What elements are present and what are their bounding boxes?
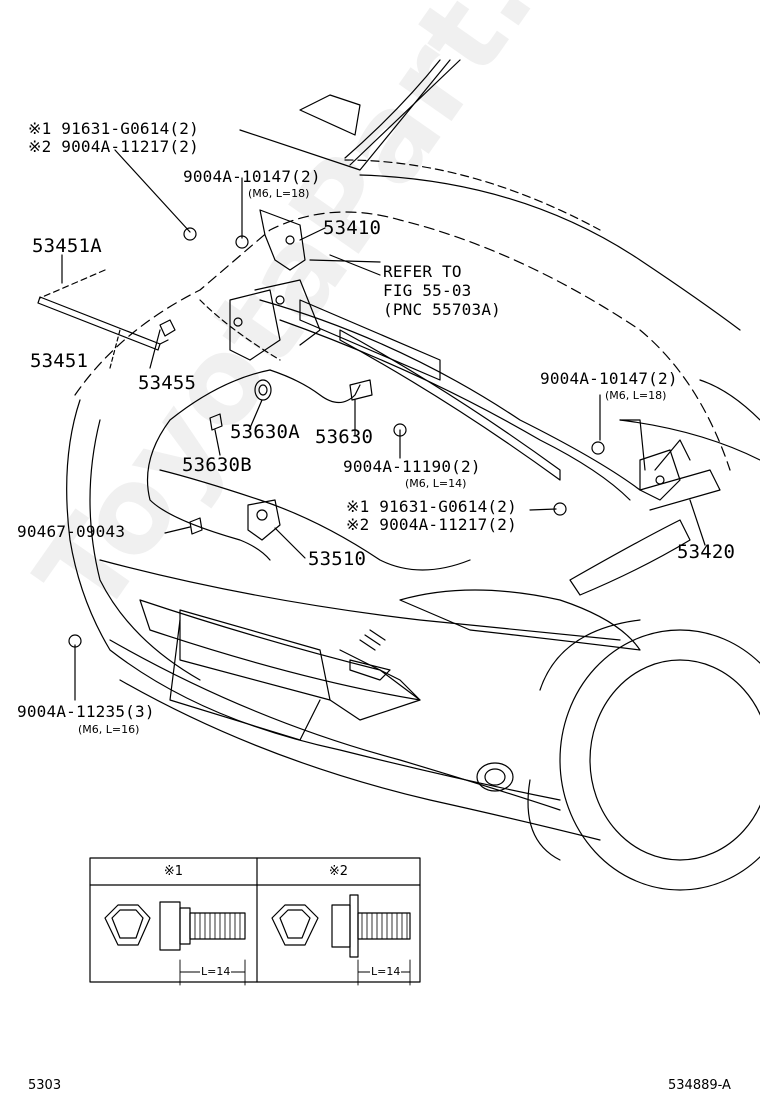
label-bolt-9004a-11235: 9004A-11235(3) — [17, 702, 155, 721]
label-part-90467-09043: 90467-09043 — [17, 522, 126, 541]
label-bolt-spec-11190: (M6, L=14) — [405, 477, 467, 490]
footer-figure-id: 534889-A — [668, 1078, 731, 1093]
label-part-53630: 53630 — [315, 426, 374, 448]
label-part-53451: 53451 — [30, 350, 89, 372]
label-refer-fig: FIG 55-03 — [383, 281, 472, 300]
label-fastener-91631-set1: ※1 91631-G0614(2) — [28, 119, 199, 138]
label-part-53630a: 53630A — [230, 421, 300, 443]
label-bolt-spec-right: (M6, L=18) — [605, 389, 667, 402]
detail-length-1: L=14 — [200, 965, 232, 978]
label-part-53510: 53510 — [308, 548, 367, 570]
label-refer-pnc: (PNC 55703A) — [383, 300, 501, 319]
detail-length-2: L=14 — [370, 965, 402, 978]
detail-header-2: ※2 — [328, 864, 349, 879]
label-fastener-91631-set2: ※1 91631-G0614(2) — [346, 497, 517, 516]
label-refer-to: REFER TO — [383, 262, 462, 281]
label-fastener-9004a-11217-set2: ※2 9004A-11217(2) — [346, 515, 517, 534]
label-bolt-spec-left: (M6, L=18) — [248, 187, 310, 200]
label-bolt-spec-11235: (M6, L=16) — [78, 723, 140, 736]
label-part-53630b: 53630B — [182, 454, 252, 476]
detail-header-1: ※1 — [163, 864, 184, 879]
label-part-53420: 53420 — [677, 541, 736, 563]
label-part-53410: 53410 — [323, 217, 382, 239]
label-bolt-9004a-10147-left: 9004A-10147(2) — [183, 167, 321, 186]
footer-page-code: 5303 — [28, 1078, 62, 1093]
label-bolt-9004a-10147-right: 9004A-10147(2) — [540, 369, 678, 388]
label-bolt-9004a-11190: 9004A-11190(2) — [343, 457, 481, 476]
label-part-53455: 53455 — [138, 372, 197, 394]
label-fastener-9004a-11217-set1: ※2 9004A-11217(2) — [28, 137, 199, 156]
label-part-53451a: 53451A — [32, 235, 102, 257]
